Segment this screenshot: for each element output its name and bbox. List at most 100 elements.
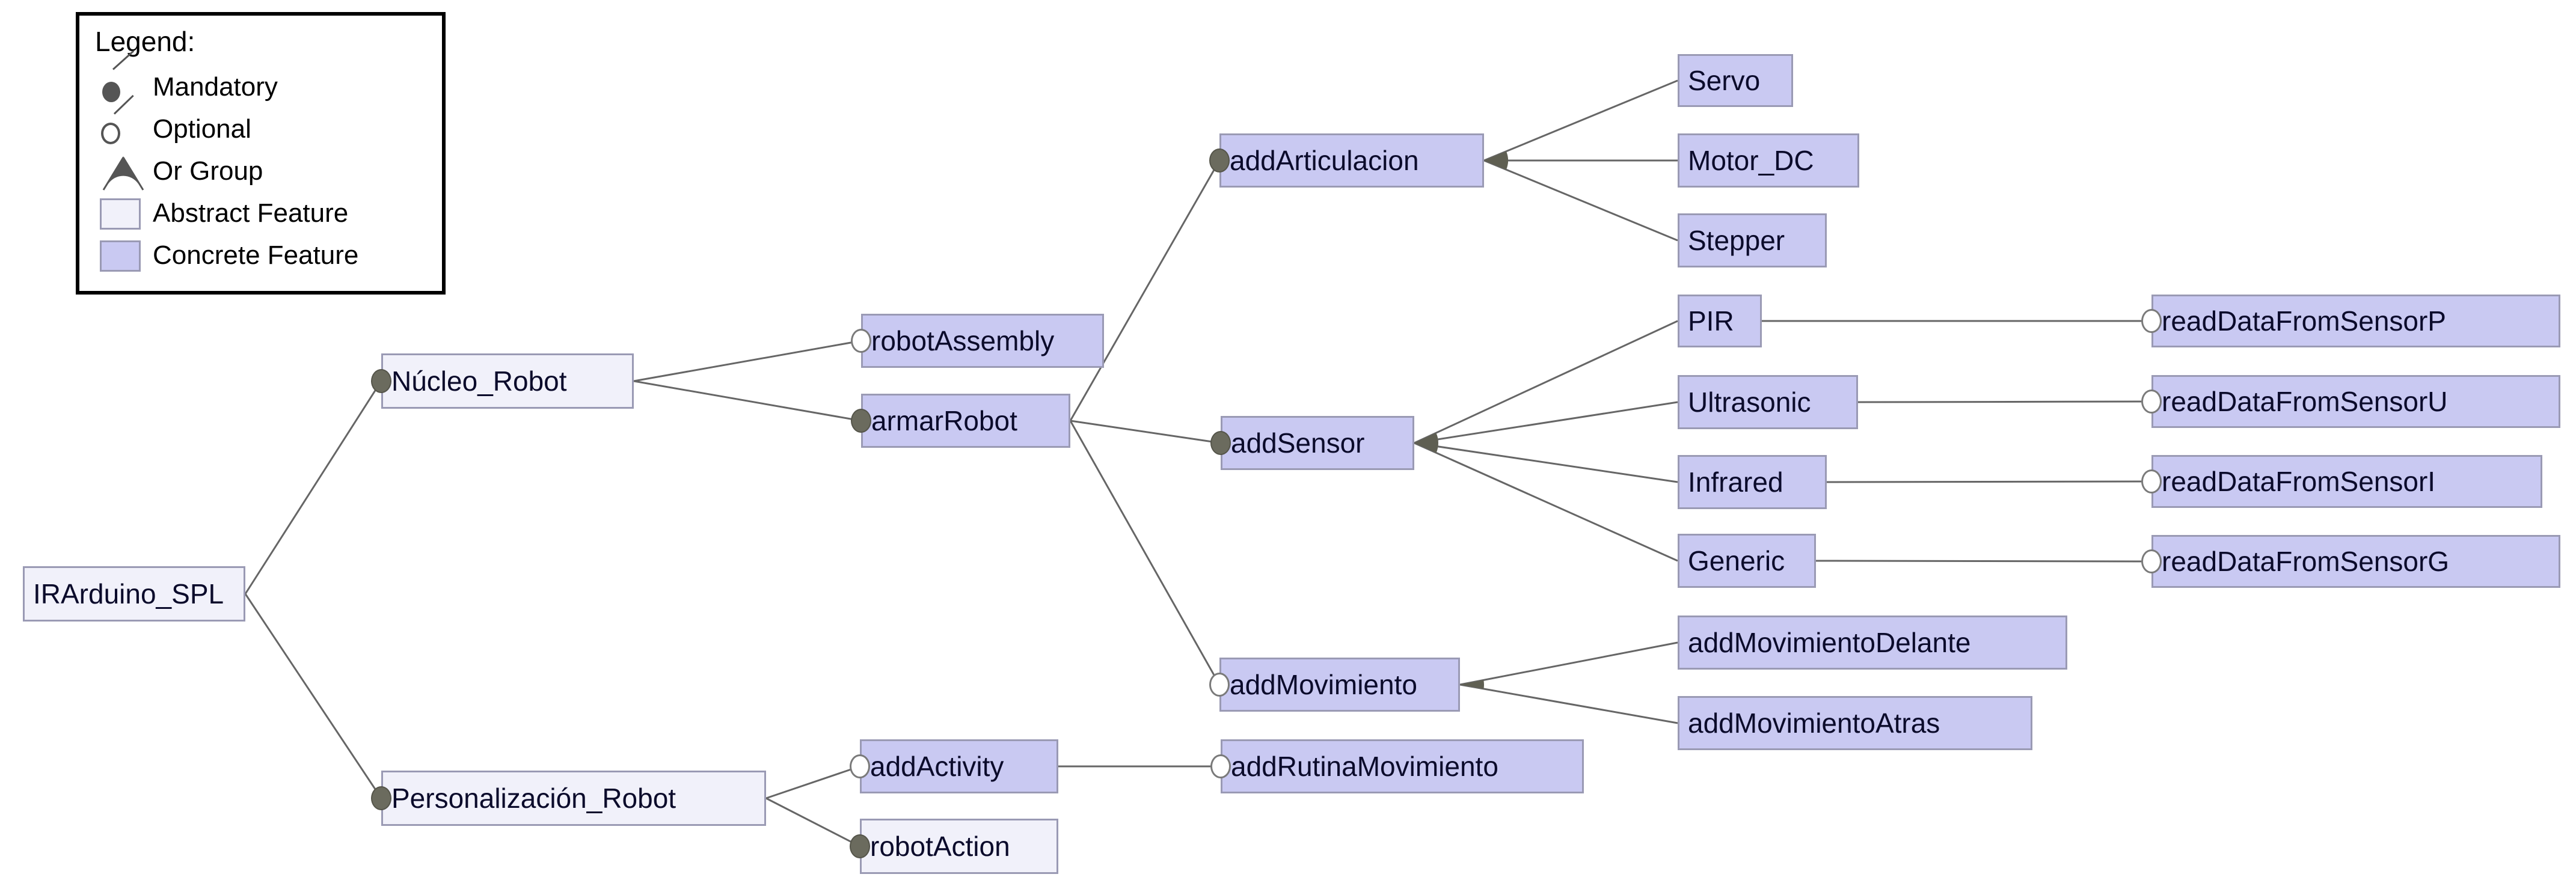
feature-label: Infrared [1688, 466, 1783, 498]
mandatory-marker-Personalizacion_Robot [371, 786, 391, 810]
feature-label: readDataFromSensorG [2162, 546, 2450, 577]
or-group-marker-addSensor [1414, 433, 1438, 453]
feature-label: Stepper [1688, 225, 1785, 256]
legend-label-or-group: Or Group [153, 156, 263, 186]
mandatory-marker-armarRobot [851, 409, 871, 433]
mandatory-symbol-icon [95, 50, 153, 108]
abstract-feature-swatch-icon [95, 192, 153, 234]
edge-addSensor-to-Ultrasonic [1414, 401, 1678, 444]
legend-row-concrete: Concrete Feature [95, 234, 442, 276]
edge-IRArduino_SPL-to-Nucleo_Robot [244, 380, 382, 594]
feature-label: addMovimientoAtras [1688, 707, 1940, 739]
edge-Nucleo_Robot-to-armarRobot [633, 380, 862, 422]
feature-node-addActivity[interactable]: addActivity [860, 739, 1058, 793]
feature-node-readDataFromSensorG[interactable]: readDataFromSensorG [2151, 535, 2560, 588]
optional-marker-addRutinaMovimiento [1210, 754, 1231, 778]
legend-label-mandatory: Mandatory [153, 72, 278, 102]
feature-label: IRArduino_SPL [33, 578, 224, 609]
edge-Infrared-to-readDataFromSensorI [1826, 480, 2152, 483]
optional-marker-robotAssembly [851, 329, 871, 353]
edge-armarRobot-to-addMovimiento [1069, 420, 1221, 685]
or-group-marker-addMovimiento [1460, 680, 1484, 689]
feature-node-addMovimiento[interactable]: addMovimiento [1219, 658, 1460, 712]
or-group-marker-addArticulacion [1484, 151, 1508, 170]
feature-label: armarRobot [871, 405, 1017, 436]
feature-label: readDataFromSensorP [2162, 305, 2446, 337]
edge-armarRobot-to-addArticulacion [1069, 160, 1221, 421]
feature-node-addMovimientoAtras[interactable]: addMovimientoAtras [1678, 696, 2032, 750]
mandatory-marker-Nucleo_Robot [371, 369, 391, 393]
feature-node-robotAction[interactable]: robotAction [860, 819, 1058, 874]
feature-node-Personalizacion_Robot[interactable]: Personalización_Robot [381, 771, 766, 826]
feature-node-Nucleo_Robot[interactable]: Núcleo_Robot [381, 353, 634, 409]
feature-node-Infrared[interactable]: Infrared [1678, 455, 1827, 509]
legend-label-concrete: Concrete Feature [153, 240, 359, 270]
feature-label: readDataFromSensorI [2162, 466, 2436, 497]
edge-Nucleo_Robot-to-robotAssembly [633, 340, 862, 382]
mandatory-marker-addSensor [1210, 431, 1231, 455]
feature-node-readDataFromSensorI[interactable]: readDataFromSensorI [2151, 455, 2542, 508]
edge-addSensor-to-Generic [1414, 442, 1678, 562]
edge-addArticulacion-to-Servo [1483, 79, 1678, 162]
edge-addSensor-to-PIR [1414, 320, 1678, 444]
feature-label: PIR [1688, 305, 1734, 337]
optional-marker-readDataFromSensorG [2141, 549, 2162, 573]
feature-node-addSensor[interactable]: addSensor [1221, 416, 1414, 470]
feature-label: addMovimiento [1230, 669, 1417, 700]
optional-marker-readDataFromSensorU [2141, 389, 2162, 414]
feature-node-IRArduino_SPL[interactable]: IRArduino_SPL [23, 566, 245, 622]
optional-marker-readDataFromSensorI [2141, 469, 2162, 493]
feature-node-addRutinaMovimiento[interactable]: addRutinaMovimiento [1221, 739, 1584, 793]
feature-label: Motor_DC [1688, 145, 1814, 176]
mandatory-marker-addArticulacion [1209, 148, 1230, 173]
legend-row-mandatory: Mandatory [95, 50, 442, 108]
feature-node-Motor_DC[interactable]: Motor_DC [1678, 133, 1859, 188]
legend-row-abstract: Abstract Feature [95, 192, 442, 234]
edge-addMovimiento-to-addMovimientoAtras [1459, 683, 1678, 724]
legend-label-abstract: Abstract Feature [153, 198, 349, 228]
mandatory-marker-robotAction [850, 834, 870, 858]
legend-title: Legend: [95, 26, 195, 57]
edge-Personalizacion_Robot-to-addActivity [765, 765, 860, 799]
optional-symbol-icon [95, 94, 153, 150]
feature-node-readDataFromSensorP[interactable]: readDataFromSensorP [2151, 295, 2560, 347]
feature-label: robotAssembly [871, 325, 1055, 356]
feature-label: Generic [1688, 545, 1785, 576]
feature-label: addMovimientoDelante [1688, 627, 1971, 658]
optional-marker-addActivity [850, 754, 870, 778]
feature-node-addArticulacion[interactable]: addArticulacion [1219, 133, 1484, 188]
feature-node-readDataFromSensorU[interactable]: readDataFromSensorU [2151, 375, 2560, 428]
legend-panel: Legend: Mandatory Optional [76, 12, 446, 295]
edge-Personalizacion_Robot-to-robotAction [765, 797, 860, 848]
feature-node-Generic[interactable]: Generic [1678, 534, 1816, 588]
feature-node-Ultrasonic[interactable]: Ultrasonic [1678, 375, 1858, 429]
feature-label: Ultrasonic [1688, 386, 1811, 418]
edge-addMovimiento-to-addMovimientoDelante [1459, 641, 1678, 686]
feature-label: addArticulacion [1230, 145, 1419, 176]
concrete-feature-swatch-icon [95, 234, 153, 276]
feature-label: Núcleo_Robot [391, 365, 567, 397]
feature-node-robotAssembly[interactable]: robotAssembly [861, 314, 1104, 368]
feature-node-armarRobot[interactable]: armarRobot [861, 394, 1070, 448]
edge-IRArduino_SPL-to-Personalizacion_Robot [244, 593, 382, 799]
optional-marker-addMovimiento [1209, 673, 1230, 697]
or-group-symbol-icon [95, 150, 153, 192]
feature-node-Stepper[interactable]: Stepper [1678, 213, 1827, 267]
feature-node-PIR[interactable]: PIR [1678, 295, 1762, 347]
feature-label: robotAction [870, 831, 1010, 862]
feature-label: addRutinaMovimiento [1231, 751, 1498, 782]
edge-addArticulacion-to-Stepper [1483, 159, 1678, 242]
legend-label-optional: Optional [153, 114, 251, 144]
optional-marker-readDataFromSensorP [2141, 309, 2162, 333]
feature-label: Personalización_Robot [391, 783, 676, 814]
feature-label: addSensor [1231, 427, 1365, 459]
feature-label: readDataFromSensorU [2162, 386, 2448, 417]
edge-addSensor-to-Infrared [1414, 442, 1678, 483]
legend-row-optional: Optional [95, 94, 442, 150]
feature-label: Servo [1688, 65, 1761, 96]
feature-node-Servo[interactable]: Servo [1678, 54, 1793, 107]
feature-node-addMovimientoDelante[interactable]: addMovimientoDelante [1678, 616, 2067, 670]
edge-armarRobot-to-addSensor [1070, 420, 1221, 444]
